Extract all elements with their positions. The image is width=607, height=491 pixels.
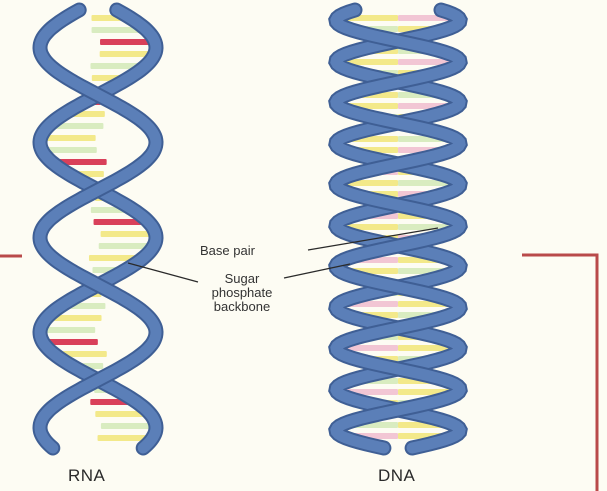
dna-helix xyxy=(336,10,460,448)
sugar-label-line-2: phosphate xyxy=(192,286,292,300)
sugar-phosphate-backbone-label: Sugar phosphate backbone xyxy=(192,272,292,314)
dna-caption: DNA xyxy=(378,466,415,486)
rna-caption: RNA xyxy=(68,466,105,486)
frame-right-line xyxy=(522,255,597,491)
base xyxy=(101,423,156,429)
sugar-label-line-1: Sugar xyxy=(192,272,292,286)
sugar-backbone-pointer-left xyxy=(128,263,198,282)
base-pair-label: Base pair xyxy=(200,244,310,258)
rna-helix xyxy=(40,10,156,448)
sugar-label-line-3: backbone xyxy=(192,300,292,314)
